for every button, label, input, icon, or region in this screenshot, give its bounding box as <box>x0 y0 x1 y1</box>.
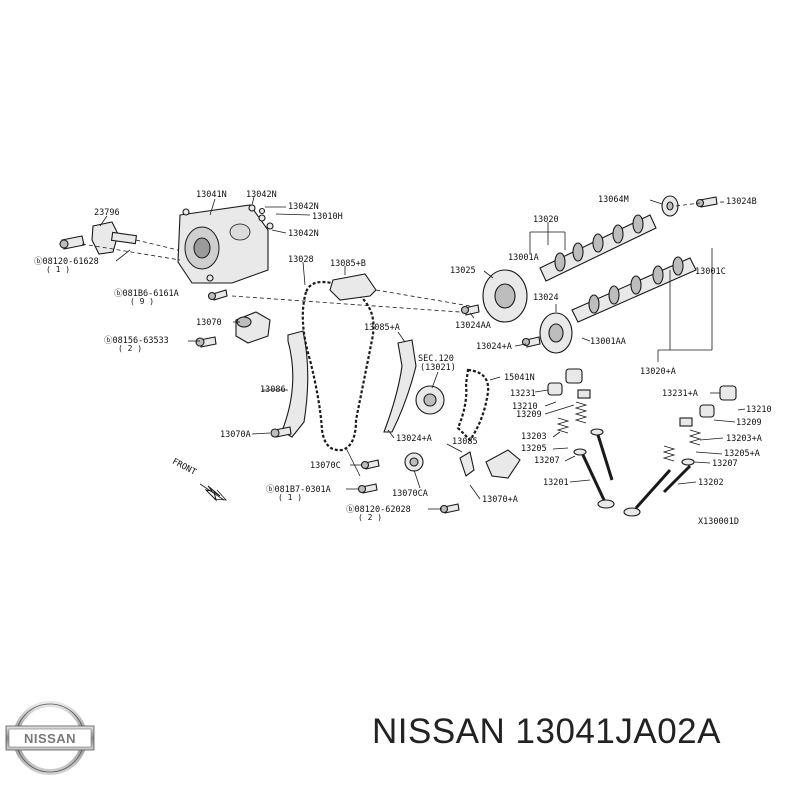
label-081B7-0301A: ⓑ081B7-0301A <box>266 485 331 495</box>
label-13209-b: 13209 <box>736 418 762 428</box>
label-13001AA: 13001AA <box>590 337 626 347</box>
label-13070C: 13070C <box>310 461 341 471</box>
label-13201: 13201 <box>543 478 569 488</box>
label-13207-a: 13207 <box>534 456 560 466</box>
label-08120-61628: ⓑ08120-61628 <box>34 257 99 267</box>
logo-text: NISSAN <box>24 731 76 746</box>
label-13042N-b: 13042N <box>288 202 319 212</box>
oil-pump-chain-part <box>456 368 490 442</box>
lower-bolts <box>270 304 541 514</box>
label-13070: 13070 <box>196 318 222 328</box>
bracket-23796-part <box>59 221 138 255</box>
label-sec120: SEC.120 <box>418 354 454 364</box>
label-x130001d: X130001D <box>698 517 739 527</box>
label-13210-b: 13210 <box>746 405 772 415</box>
timing-cover-part <box>177 204 269 284</box>
label-13020: 13020 <box>533 215 559 225</box>
camshaft-lower-part <box>571 256 697 323</box>
label-13070A: 13070A <box>220 430 251 440</box>
label-13205: 13205 <box>521 444 547 454</box>
crank-sprocket-part <box>415 385 445 415</box>
cam-sprocket-13024-part <box>539 312 573 354</box>
label-13064M: 13064M <box>598 195 629 205</box>
label-13042N-c: 13042N <box>288 229 319 239</box>
label-13070CA: 13070CA <box>392 489 428 499</box>
label-13210-a: 13210 <box>512 402 538 412</box>
label-081B7-0301A-qty: ( 1 ) <box>278 493 302 502</box>
label-front: FRONT <box>170 457 197 478</box>
label-13085A: 13085+A <box>364 323 400 333</box>
label-13024B: 13024B <box>726 197 757 207</box>
label-13203A: 13203+A <box>726 434 762 444</box>
cam-sprocket-13025-part <box>482 269 528 323</box>
label-13042N-a: 13042N <box>246 190 277 200</box>
label-081B6-6161A: ⓑ081B6-6161A <box>114 289 179 299</box>
chain-tensioner-part <box>235 311 271 344</box>
label-13010H: 13010H <box>312 212 343 222</box>
label-13085: 13085 <box>452 437 478 447</box>
label-13085B: 13085+B <box>330 259 366 269</box>
label-13207-b: 13207 <box>712 459 738 469</box>
cover-bolts <box>195 204 274 348</box>
front-arrow-icon <box>199 483 227 502</box>
tensioner-guide-part <box>281 330 309 438</box>
label-13231A: 13231+A <box>662 389 698 399</box>
label-13024A: 13024+A <box>476 342 512 352</box>
label-08156-63533: ⓑ08156-63533 <box>104 336 169 346</box>
label-081B6-6161A-qty: ( 9 ) <box>130 297 154 306</box>
label-13203: 13203 <box>521 432 547 442</box>
label-08120-61628-qty: ( 1 ) <box>46 265 70 274</box>
label-13086: 13086 <box>260 385 286 395</box>
camshaft-upper-part <box>539 214 657 282</box>
upper-chain-guide-part <box>329 273 377 301</box>
nissan-logo-icon: NISSAN <box>5 701 95 775</box>
label-13001C: 13001C <box>695 267 726 277</box>
label-08156-63533-qty: ( 2 ) <box>118 344 142 353</box>
label-13020A: 13020+A <box>640 367 676 377</box>
cam-seal-part <box>661 195 718 217</box>
label-08120-62028-qty: ( 2 ) <box>358 513 382 522</box>
lower-sprocket-part <box>404 449 521 479</box>
label-13021: (13021) <box>420 363 456 373</box>
timing-chain-part <box>301 280 375 452</box>
leader-lines <box>81 196 746 510</box>
label-15041N: 15041N <box>504 373 535 383</box>
label-13209-a: 13209 <box>516 410 542 420</box>
label-13202: 13202 <box>698 478 724 488</box>
label-13231: 13231 <box>510 389 536 399</box>
label-13070A-b: 13070+A <box>482 495 518 505</box>
label-13028: 13028 <box>288 255 314 265</box>
part-number-title: NISSAN 13041JA02A <box>372 712 721 751</box>
valve-train-left-part <box>547 368 615 509</box>
label-13024A-b: 13024+A <box>396 434 432 444</box>
chain-guide-a-part <box>383 339 417 433</box>
label-13024AA: 13024AA <box>455 321 491 331</box>
label-08120-62028: ⓑ08120-62028 <box>346 505 411 515</box>
label-13024: 13024 <box>533 293 559 303</box>
label-13001A: 13001A <box>508 253 539 263</box>
valve-train-right-part <box>623 385 737 517</box>
label-23796: 23796 <box>94 208 120 218</box>
label-13041N: 13041N <box>196 190 227 200</box>
callout-labels: 13041N 13042N 13042N 13010H 13042N 23796… <box>34 190 772 527</box>
label-13025: 13025 <box>450 266 476 276</box>
label-13205A: 13205+A <box>724 449 760 459</box>
